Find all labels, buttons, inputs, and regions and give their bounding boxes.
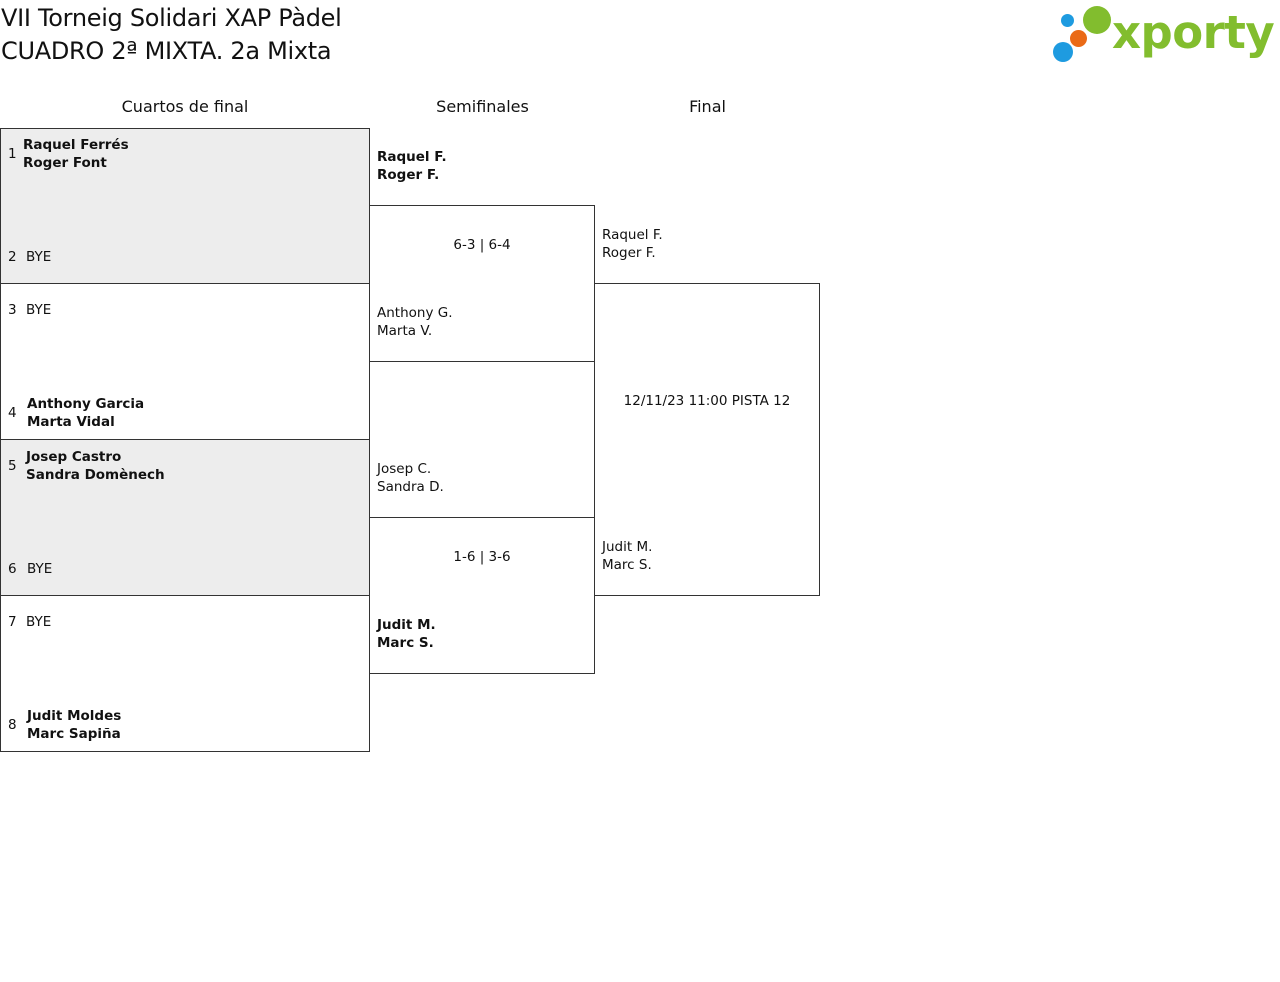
- seed-number: 8: [8, 717, 17, 733]
- logo-wordmark: xporty: [1112, 6, 1275, 59]
- team-names: BYE: [26, 301, 51, 319]
- logo-dot-blue-small: [1061, 14, 1074, 27]
- player-name: Sandra D.: [377, 479, 444, 495]
- player-name: Judit M.: [377, 617, 436, 633]
- player-name: Marc S.: [377, 635, 434, 651]
- player-name: Marta Vidal: [27, 414, 115, 430]
- round-header-semifinals: Semifinales: [436, 97, 529, 116]
- player-name: Sandra Domènech: [26, 467, 165, 483]
- team-names[interactable]: Anthony Garcia Marta Vidal: [27, 395, 144, 431]
- player-name: Judit M.: [602, 539, 653, 555]
- player-name: Judit Moldes: [27, 708, 122, 724]
- final-team[interactable]: Raquel F. Roger F.: [602, 226, 663, 262]
- seed-number: 5: [8, 458, 17, 474]
- player-name: Marc Sapiña: [27, 726, 121, 742]
- semifinal-team[interactable]: Anthony G. Marta V.: [377, 304, 453, 340]
- quarterfinal-match-3: [0, 439, 370, 596]
- team-names[interactable]: Josep Castro Sandra Domènech: [26, 448, 165, 484]
- player-name: Raquel Ferrés: [23, 137, 129, 153]
- round-header-final: Final: [689, 97, 726, 116]
- player-name: Anthony Garcia: [27, 396, 145, 412]
- player-name: Raquel F.: [602, 227, 663, 243]
- team-names[interactable]: Judit Moldes Marc Sapiña: [27, 707, 121, 743]
- player-name: Roger Font: [23, 155, 107, 171]
- draw-subtitle: CUADRO 2ª MIXTA. 2a Mixta: [1, 37, 332, 65]
- player-name: Josep Castro: [26, 449, 122, 465]
- xporty-logo[interactable]: xporty: [1050, 4, 1275, 66]
- player-name: Anthony G.: [377, 305, 453, 321]
- round-header-quarterfinals: Cuartos de final: [121, 97, 249, 116]
- player-name: BYE: [26, 614, 52, 630]
- team-names: BYE: [26, 248, 51, 266]
- player-name: Raquel F.: [377, 149, 447, 165]
- team-names: BYE: [27, 560, 52, 578]
- tournament-title: VII Torneig Solidari XAP Pàdel: [1, 4, 342, 32]
- logo-dot-blue: [1053, 42, 1073, 62]
- seed-number: 4: [8, 405, 17, 421]
- semifinal-team[interactable]: Judit M. Marc S.: [377, 616, 436, 652]
- semifinal-team[interactable]: Raquel F. Roger F.: [377, 148, 447, 184]
- final-schedule: 12/11/23 11:00 PISTA 12: [623, 393, 791, 409]
- semifinal-score: 6-3 | 6-4: [453, 237, 511, 253]
- player-name: Marc S.: [602, 557, 652, 573]
- logo-dot-orange: [1070, 30, 1087, 47]
- semifinal-score: 1-6 | 3-6: [453, 549, 511, 565]
- player-name: BYE: [26, 249, 52, 265]
- semifinal-team[interactable]: Josep C. Sandra D.: [377, 460, 444, 496]
- logo-dot-green: [1083, 6, 1111, 34]
- team-names: BYE: [26, 613, 51, 631]
- player-name: Roger F.: [602, 245, 656, 261]
- seed-number: 3: [8, 302, 17, 318]
- seed-number: 2: [8, 249, 17, 265]
- player-name: Roger F.: [377, 167, 440, 183]
- seed-number: 7: [8, 614, 17, 630]
- seed-number: 6: [8, 561, 17, 577]
- final-team[interactable]: Judit M. Marc S.: [602, 538, 652, 574]
- team-names[interactable]: Raquel Ferrés Roger Font: [23, 136, 129, 172]
- player-name: Josep C.: [377, 461, 432, 477]
- seed-number: 1: [8, 146, 17, 162]
- final-match: [594, 283, 820, 596]
- player-name: BYE: [27, 561, 53, 577]
- player-name: BYE: [26, 302, 52, 318]
- page-header: VII Torneig Solidari XAP Pàdel CUADRO 2ª…: [1, 2, 342, 68]
- player-name: Marta V.: [377, 323, 433, 339]
- quarterfinal-match-1: [0, 128, 370, 284]
